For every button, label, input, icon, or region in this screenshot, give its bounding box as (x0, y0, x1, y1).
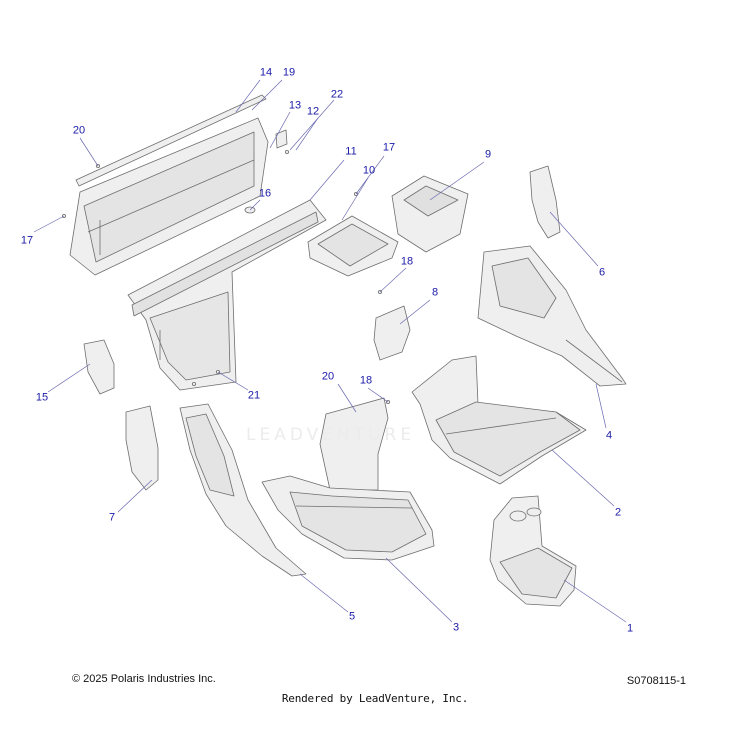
callout-3[interactable]: 3 (452, 621, 460, 634)
part-7-side-panel (125, 405, 159, 491)
part-2-floor-pan (411, 355, 587, 485)
callout-1[interactable]: 1 (626, 622, 634, 635)
drawing-number: S0708115-1 (626, 675, 686, 687)
part-11-rear-tub (127, 199, 327, 391)
callout-12[interactable]: 12 (306, 105, 320, 118)
part-4-right-rocker (477, 245, 627, 387)
part-1-center-console (489, 495, 577, 607)
callout-18-lower[interactable]: 18 (359, 374, 373, 387)
callout-14[interactable]: 14 (259, 66, 273, 79)
part-8-bracket (373, 305, 411, 361)
leader-lines (33, 79, 627, 623)
part-22-fastener (284, 149, 289, 154)
callout-20-upper[interactable]: 20 (72, 124, 86, 137)
callout-20-lower[interactable]: 20 (321, 370, 335, 383)
rendered-by-credit: Rendered by LeadVenture, Inc. (281, 692, 469, 705)
part-20-center-bulkhead (319, 397, 389, 491)
callout-11[interactable]: 11 (345, 145, 357, 158)
part-12-bracket (275, 129, 288, 149)
part-5-left-rocker (179, 403, 307, 577)
part-9-storage-bin (391, 175, 469, 253)
callout-15[interactable]: 15 (35, 391, 49, 404)
callout-13[interactable]: 13 (288, 99, 302, 112)
callout-9[interactable]: 9 (484, 148, 492, 161)
callout-21[interactable]: 21 (247, 389, 261, 402)
callout-7[interactable]: 7 (108, 511, 116, 524)
part-14-trim-strip (75, 94, 267, 187)
part-6-side-panel (529, 165, 561, 239)
callout-22[interactable]: 22 (330, 88, 344, 101)
callout-4[interactable]: 4 (605, 429, 613, 442)
watermark: LEADVENTURE (246, 425, 416, 445)
copyright-notice: © 2025 Polaris Industries Inc. (72, 673, 216, 685)
callout-5[interactable]: 5 (348, 610, 356, 623)
callout-6[interactable]: 6 (598, 266, 606, 279)
callout-19[interactable]: 19 (282, 66, 296, 79)
callout-17-left[interactable]: 17 (20, 234, 34, 247)
part-10-storage-lid (307, 215, 399, 277)
part-3-floor-pan (261, 475, 435, 561)
callout-18-upper[interactable]: 18 (400, 255, 414, 268)
part-15-side-cover (83, 339, 115, 395)
callout-17-right[interactable]: 17 (382, 141, 396, 154)
part-13-rear-panel (69, 117, 269, 276)
callout-8[interactable]: 8 (431, 286, 439, 299)
callout-2[interactable]: 2 (614, 506, 622, 519)
callout-10[interactable]: 10 (362, 164, 376, 177)
callout-16[interactable]: 16 (258, 187, 272, 200)
